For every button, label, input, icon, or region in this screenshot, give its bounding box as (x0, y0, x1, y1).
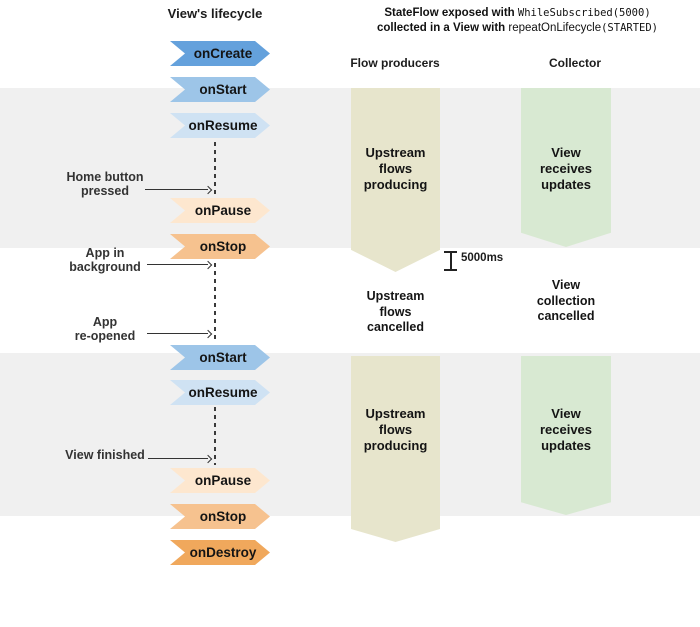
stateflow-heading: StateFlow exposed with WhileSubscribed(5… (330, 6, 700, 35)
producers-band-1: Upstream flows producing (351, 88, 440, 272)
dotted-connector-1 (214, 142, 216, 196)
badge-label: onResume (188, 118, 258, 133)
badge-label: onCreate (193, 46, 253, 61)
badge-label: onPause (194, 203, 252, 218)
collector-band-1: View receives updates (521, 88, 611, 247)
annotation-home-button-pressed: Home button pressed (40, 170, 170, 198)
producers-band-label: Upstream flows producing (363, 406, 428, 453)
annotation-line: View finished (65, 448, 145, 462)
annotation-line: App in (85, 246, 125, 260)
annotation-line: background (69, 259, 141, 274)
badge-label: onStop (199, 239, 247, 254)
annotation-line: re-opened (74, 328, 136, 343)
arrow-view-finished (148, 454, 213, 463)
lifecycle-badge-onstart-1: onStart (170, 77, 270, 102)
flow-producers-header: Flow producers (350, 56, 440, 70)
collector-header: Collector (548, 56, 601, 70)
timeout-label: 5000ms (461, 252, 504, 264)
producers-cancelled-label: Upstream flows cancelled (366, 289, 425, 334)
badge-label: onResume (188, 385, 258, 400)
heading-code-2: (STARTED) (601, 21, 659, 34)
annotation-view-finished: View finished (40, 448, 170, 463)
collector-band-label: View receives updates (539, 406, 593, 453)
annotation-app-in-background: App in background (40, 246, 170, 274)
lifecycle-badge-onstop-2: onStop (170, 504, 270, 529)
badge-label: onStart (199, 350, 247, 365)
arrow-app-in-background (147, 260, 213, 269)
annotation-line: Home button (66, 170, 144, 184)
arrow-shaft (145, 189, 208, 190)
heading-bold-1: StateFlow exposed with (384, 7, 518, 19)
lifecycle-badge-onresume-1: onResume (170, 113, 270, 138)
collector-band-label: View receives updates (539, 145, 593, 192)
lifecycle-badge-onpause-2: onPause (170, 468, 270, 493)
arrow-shaft (148, 458, 208, 459)
heading-code-1: WhileSubscribed(5000) (517, 7, 651, 19)
annotation-line: App (92, 315, 118, 329)
collection-cancelled-label: View collection cancelled (536, 278, 596, 323)
arrow-shaft (147, 333, 208, 334)
heading-plain-2: repeatOnLifecycle (508, 21, 602, 34)
view-lifecycle-title: View's lifecycle (167, 6, 263, 21)
arrow-app-reopened (147, 329, 213, 338)
heading-line-2: collected in a View with repeatOnLifecyc… (330, 21, 700, 36)
arrow-head-icon (203, 260, 213, 269)
arrow-head-icon (203, 454, 213, 463)
annotation-app-reopened: App re-opened (40, 315, 170, 343)
lifecycle-badge-onstop-1: onStop (170, 234, 270, 259)
lifecycle-badge-onstart-2: onStart (170, 345, 270, 370)
arrow-head-icon (203, 329, 213, 338)
dotted-connector-3 (214, 407, 216, 465)
collector-band-2: View receives updates (521, 356, 611, 515)
arrow-head-icon (203, 185, 213, 194)
annotation-line: pressed (81, 183, 129, 198)
badge-label: onPause (194, 473, 252, 488)
badge-label: onStart (199, 82, 247, 97)
lifecycle-badge-onpause-1: onPause (170, 198, 270, 223)
dotted-connector-2 (214, 263, 216, 340)
lifecycle-badge-ondestroy: onDestroy (170, 540, 270, 565)
lifecycle-badge-onresume-2: onResume (170, 380, 270, 405)
arrow-home-button-pressed (145, 185, 213, 194)
timeout-interval-icon (444, 251, 457, 271)
heading-line-1: StateFlow exposed with WhileSubscribed(5… (330, 6, 700, 21)
badge-label: onDestroy (189, 545, 257, 560)
badge-label: onStop (199, 509, 247, 524)
heading-bold-2: collected in a View with (376, 21, 509, 34)
lifecycle-badge-oncreate: onCreate (170, 41, 270, 66)
producers-band-label: Upstream flows producing (363, 145, 428, 192)
producers-band-2: Upstream flows producing (351, 356, 440, 542)
timeout-interval-stem (449, 253, 452, 269)
arrow-shaft (147, 264, 208, 265)
